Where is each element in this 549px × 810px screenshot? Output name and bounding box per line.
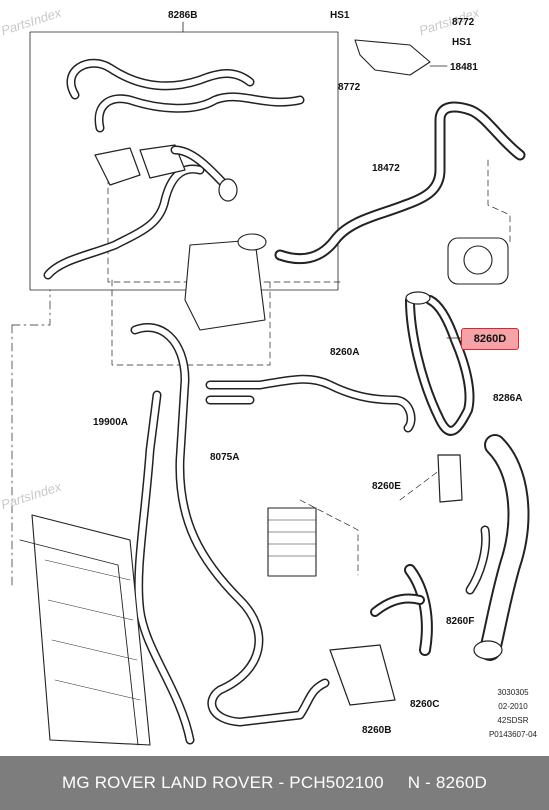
dashed-leader-right (487, 159, 511, 246)
footer-bar: MG ROVER LAND ROVER - PCH502100 N - 8260… (0, 756, 549, 810)
expansion-tank (184, 239, 266, 331)
label-18481: 18481 (450, 62, 478, 73)
label-8772-a: 8772 (452, 17, 475, 28)
label-hs1-b: HS1 (452, 37, 472, 48)
label-hs1-a: HS1 (330, 10, 350, 21)
hose-8260d-clamp (405, 291, 431, 305)
label-8260e: 8260E (372, 481, 401, 492)
parts-diagram (11, 21, 530, 746)
footer-brands: MG ROVER LAND ROVER - PCH502100 (61, 773, 384, 792)
label-8075a: 8075A (210, 452, 240, 463)
code-line: 02-2010 (498, 702, 528, 711)
radiator (31, 514, 151, 746)
code-line: 3030305 (497, 688, 529, 697)
label-8286b: 8286B (168, 10, 198, 21)
dashed-frame-upper (107, 177, 341, 283)
dashed-leader-cooler (299, 499, 359, 576)
label-8260d-highlight[interactable]: 8260D (461, 328, 519, 350)
pipe-18472 (274, 101, 526, 265)
label-19900a: 19900A (93, 417, 129, 428)
label-8772-b: 8772 (338, 82, 361, 93)
bracket-18481 (354, 39, 431, 76)
label-8286a: 8286A (493, 393, 523, 404)
label-8260f: 8260F (446, 616, 475, 627)
dashed-leader-mid (399, 469, 441, 501)
label-8260b: 8260B (362, 725, 392, 736)
dashed-frame-left (11, 289, 51, 326)
connector-8260b (329, 644, 396, 706)
group-frame-8286b (29, 31, 339, 291)
hose-8286a-end (473, 640, 503, 660)
label-8260a: 8260A (330, 347, 360, 358)
label-8260c: 8260C (410, 699, 440, 710)
hose-end (218, 178, 238, 202)
diagram-codes: 3030305 02-2010 42SDSR P0143607-04 (489, 686, 537, 742)
thermostat-housing (94, 147, 141, 186)
fitting-8260e (437, 454, 463, 503)
hose-8286b-upper (66, 58, 255, 100)
code-line: P0143607-04 (488, 730, 537, 739)
footer-part-number: N - 8260D (407, 773, 488, 792)
dashed-frame-mid (111, 279, 271, 366)
oil-cooler (267, 507, 317, 577)
label-18472: 18472 (372, 163, 400, 174)
code-line: 42SDSR (497, 716, 529, 725)
